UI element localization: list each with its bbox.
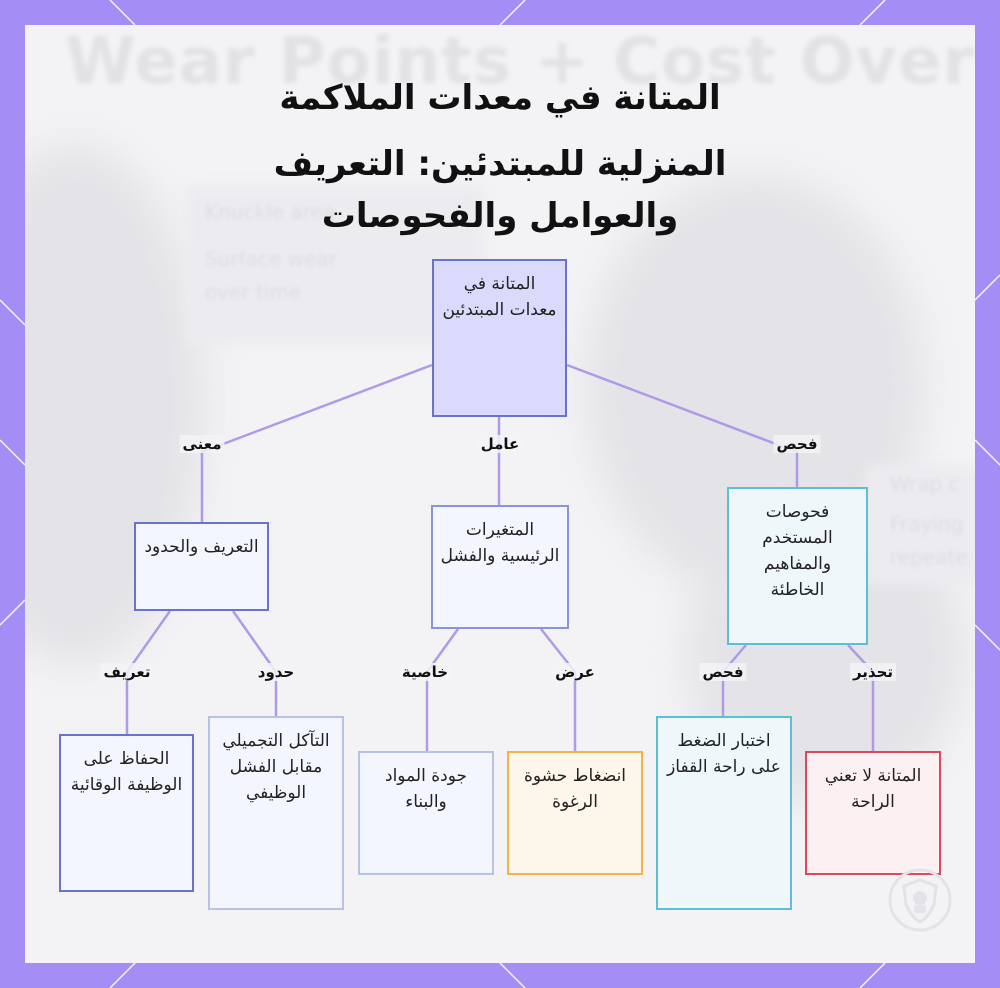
- node-materials: جودة المواد والبناء: [358, 751, 494, 875]
- node-factors: المتغيرات الرئيسية والفشل: [431, 505, 569, 629]
- edge-label-symptom: عرض: [552, 663, 598, 681]
- edge-label-warning: تحذير: [850, 663, 896, 681]
- node-label: اختبار الضغط على راحة القفاز: [664, 728, 784, 780]
- node-label: الحفاظ على الوظيفة الوقائية: [67, 746, 186, 798]
- node-label: فحوصات المستخدم والمفاهيم الخاطئة: [735, 499, 860, 603]
- node-label: التآكل التجميلي مقابل الفشل الوظيفي: [216, 728, 336, 806]
- node-protective: الحفاظ على الوظيفة الوقائية: [59, 734, 194, 892]
- edge-label-limits: حدود: [255, 663, 298, 681]
- node-squeeze: اختبار الضغط على راحة القفاز: [656, 716, 792, 910]
- node-definition: التعريف والحدود: [134, 522, 269, 611]
- edge-checks-comfort: [848, 645, 873, 751]
- edge-label-check2: فحص: [699, 663, 746, 681]
- edge-label-property: خاصية: [399, 663, 451, 681]
- node-cosmetic: التآكل التجميلي مقابل الفشل الوظيفي: [208, 716, 344, 910]
- edge-label-factor: عامل: [478, 435, 523, 453]
- edge-root-definition: [202, 365, 432, 522]
- shield-logo-icon: [888, 868, 952, 932]
- node-comfort: المتانة لا تعني الراحة: [805, 751, 941, 875]
- edge-label-define: تعريف: [101, 663, 154, 681]
- node-label: المتانة لا تعني الراحة: [813, 763, 933, 815]
- node-label: التعريف والحدود: [144, 534, 258, 560]
- node-checks: فحوصات المستخدم والمفاهيم الخاطئة: [727, 487, 868, 645]
- edge-root-checks: [567, 365, 797, 487]
- node-root: المتانة في معدات المبتدئين: [432, 259, 567, 417]
- edge-label-meaning: معنى: [179, 435, 224, 453]
- node-label: انضغاط حشوة الرغوة: [515, 763, 635, 815]
- edge-label-check: فحص: [773, 435, 820, 453]
- node-label: المتانة في معدات المبتدئين: [440, 271, 559, 323]
- node-foam: انضغاط حشوة الرغوة: [507, 751, 643, 875]
- edge-factors-materials: [427, 629, 458, 751]
- node-label: المتغيرات الرئيسية والفشل: [439, 517, 561, 569]
- node-label: جودة المواد والبناء: [366, 763, 486, 815]
- edge-factors-foam: [541, 629, 575, 751]
